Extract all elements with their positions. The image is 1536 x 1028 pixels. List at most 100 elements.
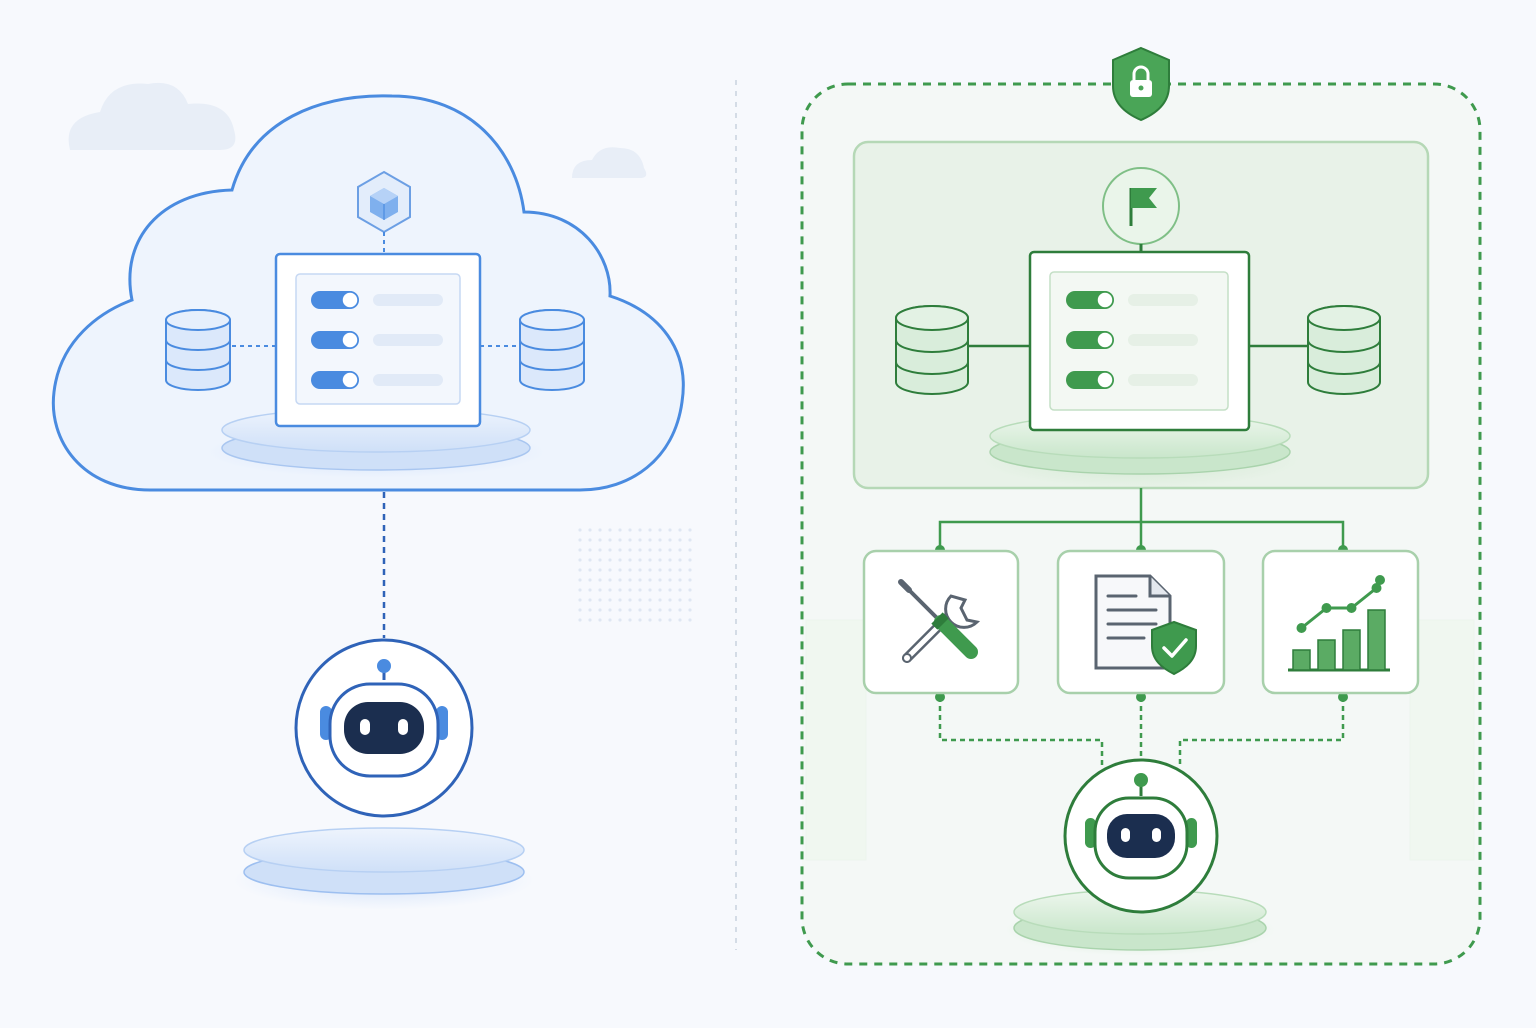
toggle-row [311, 331, 443, 349]
grid-dot [618, 598, 622, 602]
grid-dot [638, 578, 642, 582]
toggle-row [1066, 371, 1198, 389]
grid-dot [668, 618, 672, 622]
toggle-label-placeholder [373, 334, 443, 346]
toggle-label-placeholder [1128, 334, 1198, 346]
toggle-knob [1096, 371, 1114, 389]
grid-dot [598, 618, 602, 622]
grid-dot [658, 538, 662, 542]
grid-dot [628, 608, 632, 612]
grid-dot [628, 588, 632, 592]
toggle-knob [1096, 291, 1114, 309]
grid-dot [678, 548, 682, 552]
grid-dot [578, 588, 582, 592]
grid-dot [598, 568, 602, 572]
grid-dot [668, 598, 672, 602]
grid-dot [588, 528, 592, 532]
grid-dot [668, 588, 672, 592]
toggle-knob [1096, 331, 1114, 349]
grid-dot [598, 528, 602, 532]
grid-dot [658, 588, 662, 592]
grid-dot [668, 558, 672, 562]
grid-dot [608, 578, 612, 582]
database-icon [895, 305, 969, 395]
grid-dot [678, 558, 682, 562]
grid-dot [688, 618, 692, 622]
grid-dot [638, 558, 642, 562]
feature-toggle-card [274, 252, 482, 428]
grid-dot [648, 538, 652, 542]
grid-dot [588, 578, 592, 582]
grid-dot [688, 578, 692, 582]
grid-dot [678, 608, 682, 612]
database-icon [519, 309, 585, 391]
grid-dot [598, 578, 602, 582]
grid-dot [608, 558, 612, 562]
tool-box-analytics [1261, 549, 1420, 695]
cloud-deployment-panel [51, 94, 685, 910]
dot-grid-decor [578, 528, 692, 622]
grid-dot [598, 588, 602, 592]
grid-dot [618, 608, 622, 612]
grid-dot [638, 588, 642, 592]
chart-point [1346, 603, 1357, 613]
chart-bar [1342, 629, 1361, 671]
tools-icon [898, 579, 981, 663]
agent-platform [234, 827, 534, 910]
grid-dot [668, 568, 672, 572]
grid-dot [668, 548, 672, 552]
grid-dot [658, 598, 662, 602]
grid-dot [648, 608, 652, 612]
grid-dot [628, 538, 632, 542]
robot-icon [1063, 758, 1219, 914]
grid-dot [678, 538, 682, 542]
grid-dot [688, 548, 692, 552]
chart-point [1296, 623, 1307, 633]
grid-dot [648, 618, 652, 622]
tools-connector [938, 488, 1345, 550]
toggle-label-placeholder [373, 294, 443, 306]
toggle-row [1066, 331, 1198, 349]
grid-dot [598, 558, 602, 562]
analytics-chart-icon [1288, 575, 1390, 672]
toggle-knob [341, 331, 359, 349]
grid-dot [648, 558, 652, 562]
grid-dot [588, 538, 592, 542]
toggle-label-placeholder [373, 374, 443, 386]
grid-dot [598, 608, 602, 612]
grid-dot [578, 568, 582, 572]
grid-dot [578, 558, 582, 562]
grid-dot [638, 548, 642, 552]
grid-dot [578, 548, 582, 552]
grid-dot [648, 568, 652, 572]
grid-dot [608, 538, 612, 542]
grid-dot [628, 568, 632, 572]
toggle-knob [341, 371, 359, 389]
grid-dot [628, 558, 632, 562]
grid-dot [578, 528, 582, 532]
grid-dot [638, 568, 642, 572]
toggle-row [1066, 291, 1198, 309]
grid-dot [618, 578, 622, 582]
grid-dot [578, 598, 582, 602]
grid-dot [678, 528, 682, 532]
grid-dot [598, 538, 602, 542]
grid-dot [638, 598, 642, 602]
grid-dot [658, 528, 662, 532]
grid-dot [638, 618, 642, 622]
grid-dot [668, 578, 672, 582]
grid-dot [648, 528, 652, 532]
grid-dot [638, 608, 642, 612]
grid-dot [578, 538, 582, 542]
grid-dot [578, 618, 582, 622]
grid-dot [628, 598, 632, 602]
chart-point [1371, 583, 1382, 593]
grid-dot [688, 538, 692, 542]
grid-dot [638, 528, 642, 532]
grid-dot [608, 588, 612, 592]
grid-dot [618, 548, 622, 552]
grid-dot [678, 598, 682, 602]
grid-dot [648, 588, 652, 592]
grid-dot [638, 538, 642, 542]
grid-dot [658, 618, 662, 622]
